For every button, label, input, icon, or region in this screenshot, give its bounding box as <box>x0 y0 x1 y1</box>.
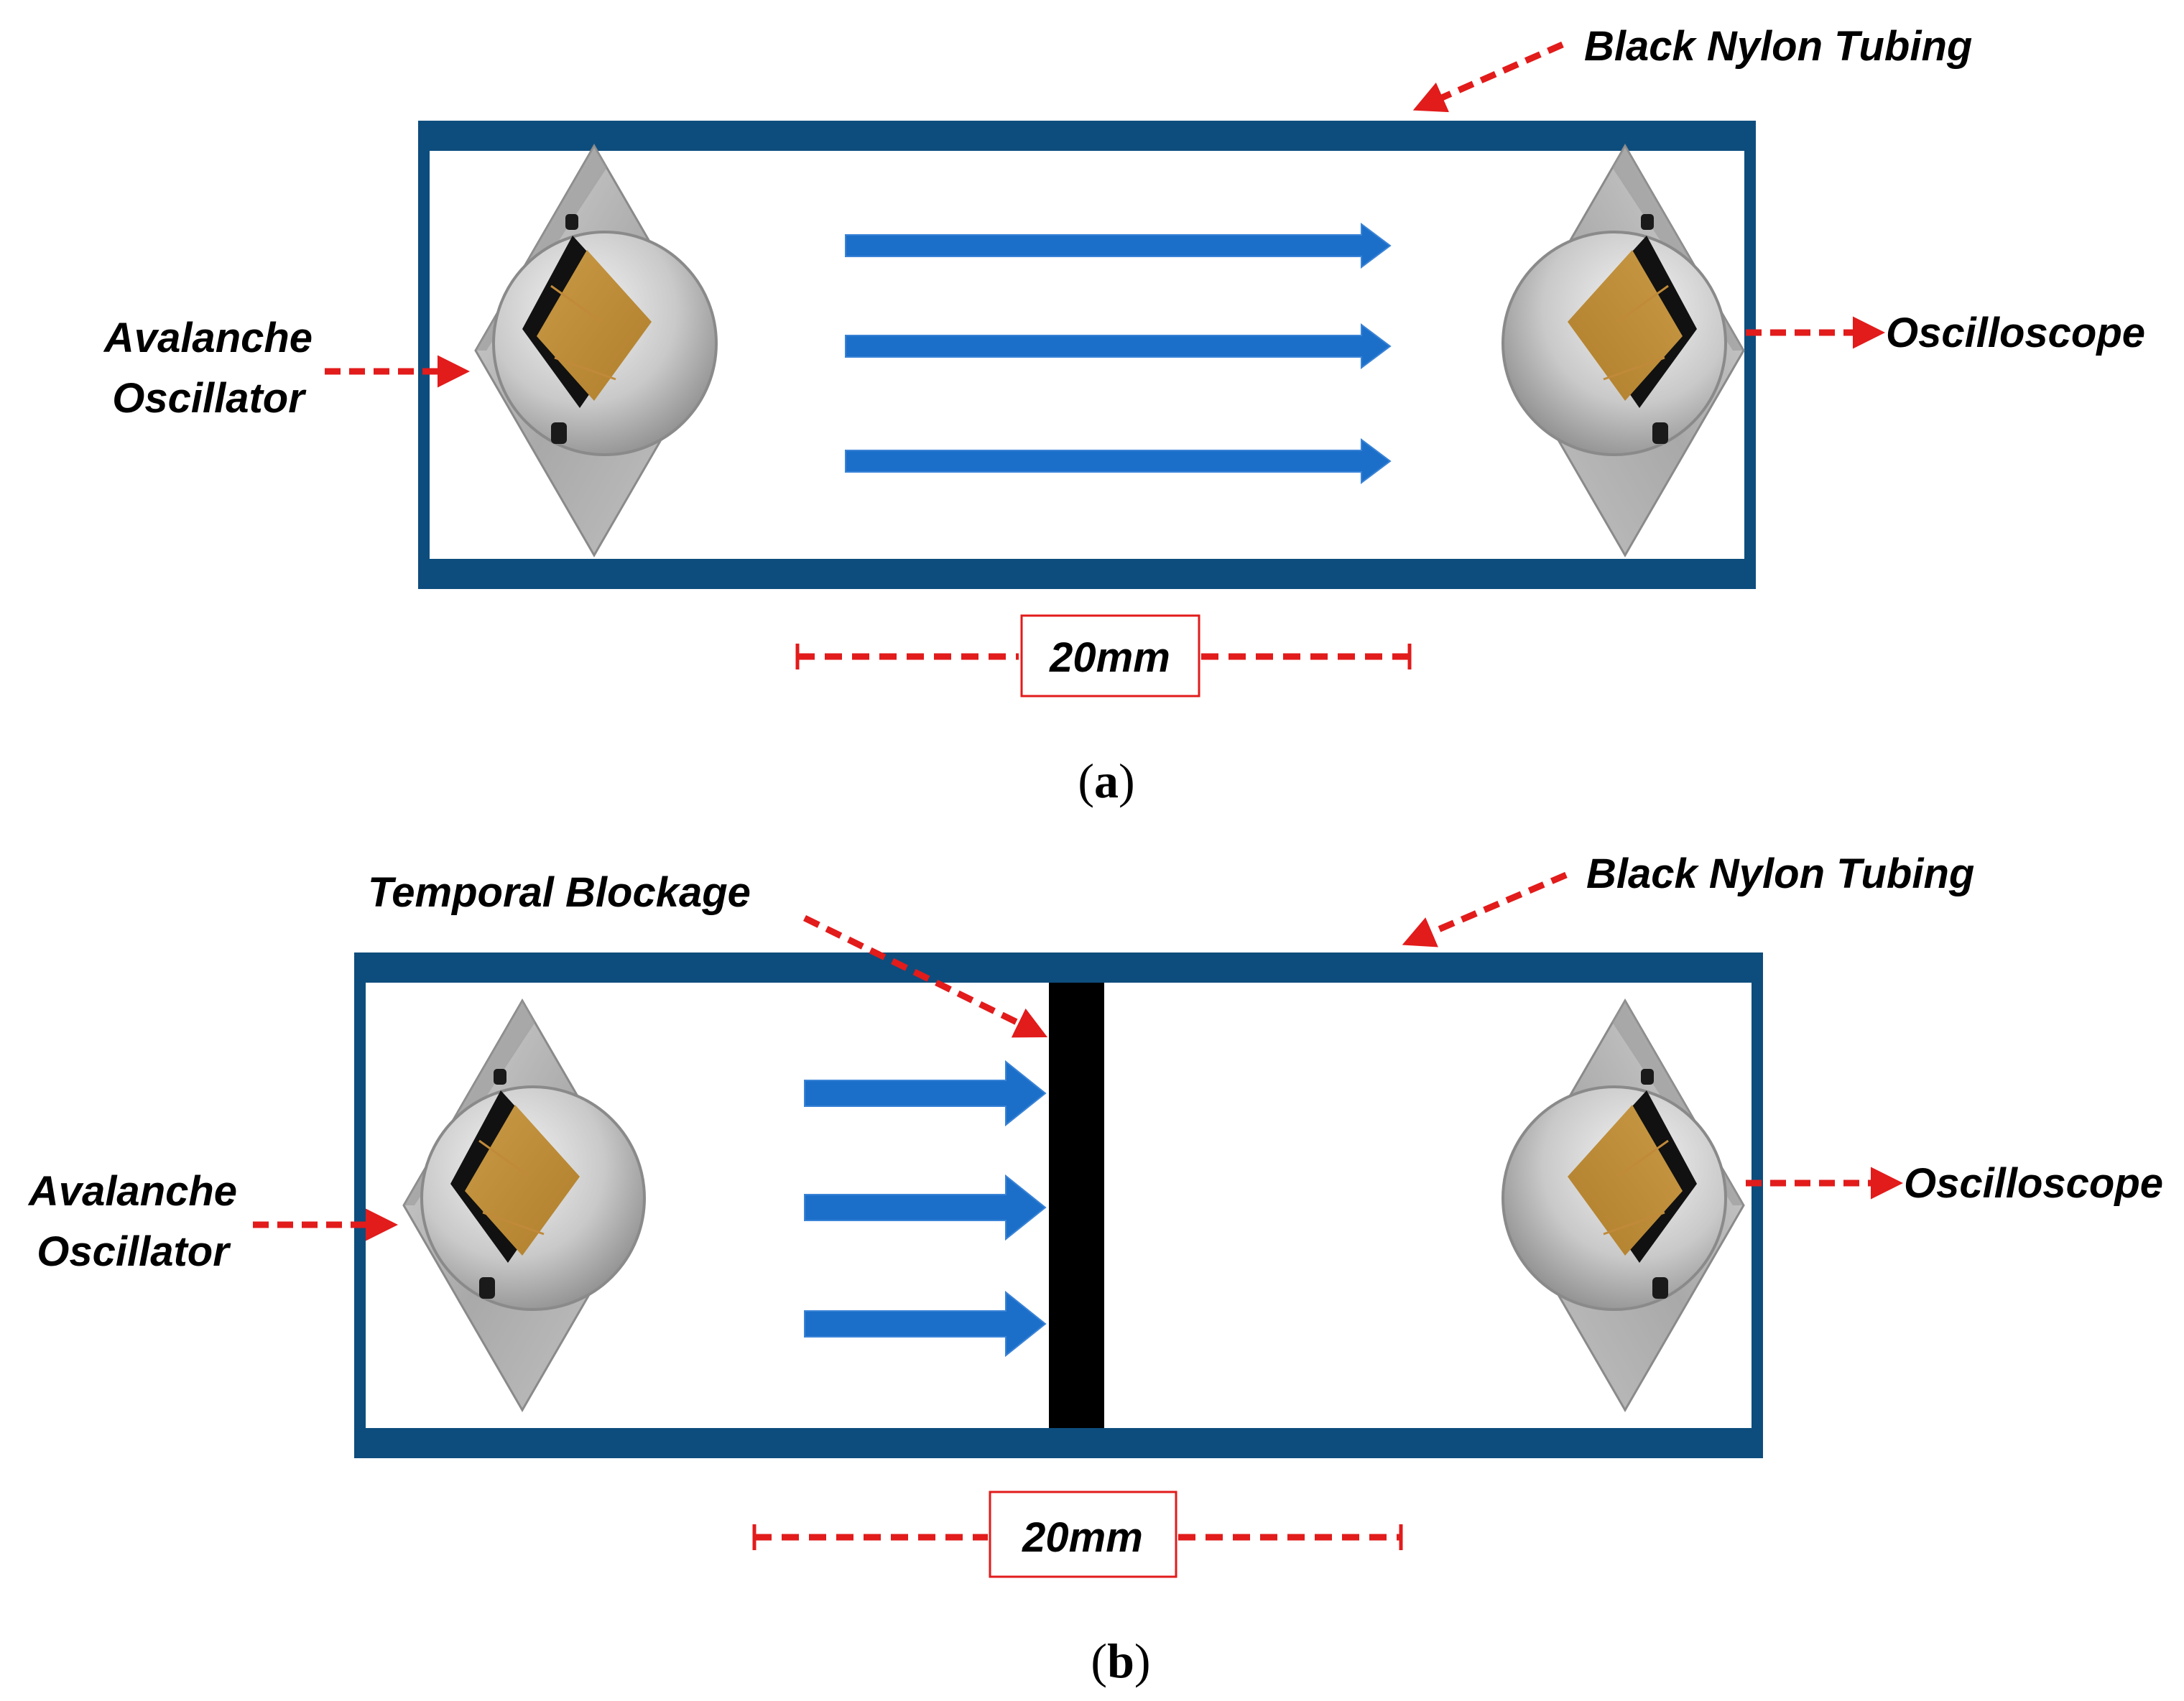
panel-a: Black Nylon Tubing Avalanche Oscillator … <box>103 23 2145 808</box>
temporal-blockage <box>1049 983 1104 1428</box>
caption-a: (a) <box>1078 754 1134 808</box>
beam-arrow-icon <box>804 1290 1047 1358</box>
led-emitter-icon <box>474 144 718 557</box>
red-dashed-arrow-icon <box>1412 41 1564 113</box>
detector-label: Oscilloscope <box>1904 1160 2163 1207</box>
beam-arrow-icon <box>845 323 1392 369</box>
beam-arrow-icon <box>845 438 1392 484</box>
led-detector-icon <box>1503 1001 1744 1410</box>
beam-arrow-icon <box>804 1174 1047 1241</box>
blockage-label: Temporal Blockage <box>368 869 751 916</box>
led-detector-icon <box>1503 146 1744 555</box>
source-label-line2: Oscillator <box>112 375 307 422</box>
beam-arrow-icon <box>845 223 1392 269</box>
tubing-label: Black Nylon Tubing <box>1584 23 1972 70</box>
source-label-line2: Oscillator <box>37 1228 231 1275</box>
red-dashed-arrow-icon <box>803 914 1048 1038</box>
scale-bar-b: 20mm <box>752 1491 1403 1578</box>
source-label-line1: Avalanche <box>103 315 313 361</box>
caption-b: (b) <box>1091 1633 1150 1688</box>
nylon-tubing-b <box>354 953 1763 1458</box>
scale-label: 20mm <box>1022 1514 1143 1561</box>
red-dashed-arrow-icon <box>1402 871 1568 947</box>
beam-arrows-b <box>804 1060 1047 1358</box>
led-emitter-icon <box>402 999 646 1412</box>
panel-b: Black Nylon Tubing Temporal Blockage Ava… <box>27 850 2163 1688</box>
scale-bar-a: 20mm <box>795 614 1412 697</box>
nylon-tubing-a <box>418 121 1756 589</box>
beam-arrow-icon <box>804 1060 1047 1127</box>
source-label-line1: Avalanche <box>27 1168 237 1215</box>
scale-label: 20mm <box>1049 634 1170 681</box>
beam-arrows-a <box>845 223 1392 484</box>
tubing-label: Black Nylon Tubing <box>1586 850 1974 897</box>
detector-label: Oscilloscope <box>1886 310 2145 356</box>
